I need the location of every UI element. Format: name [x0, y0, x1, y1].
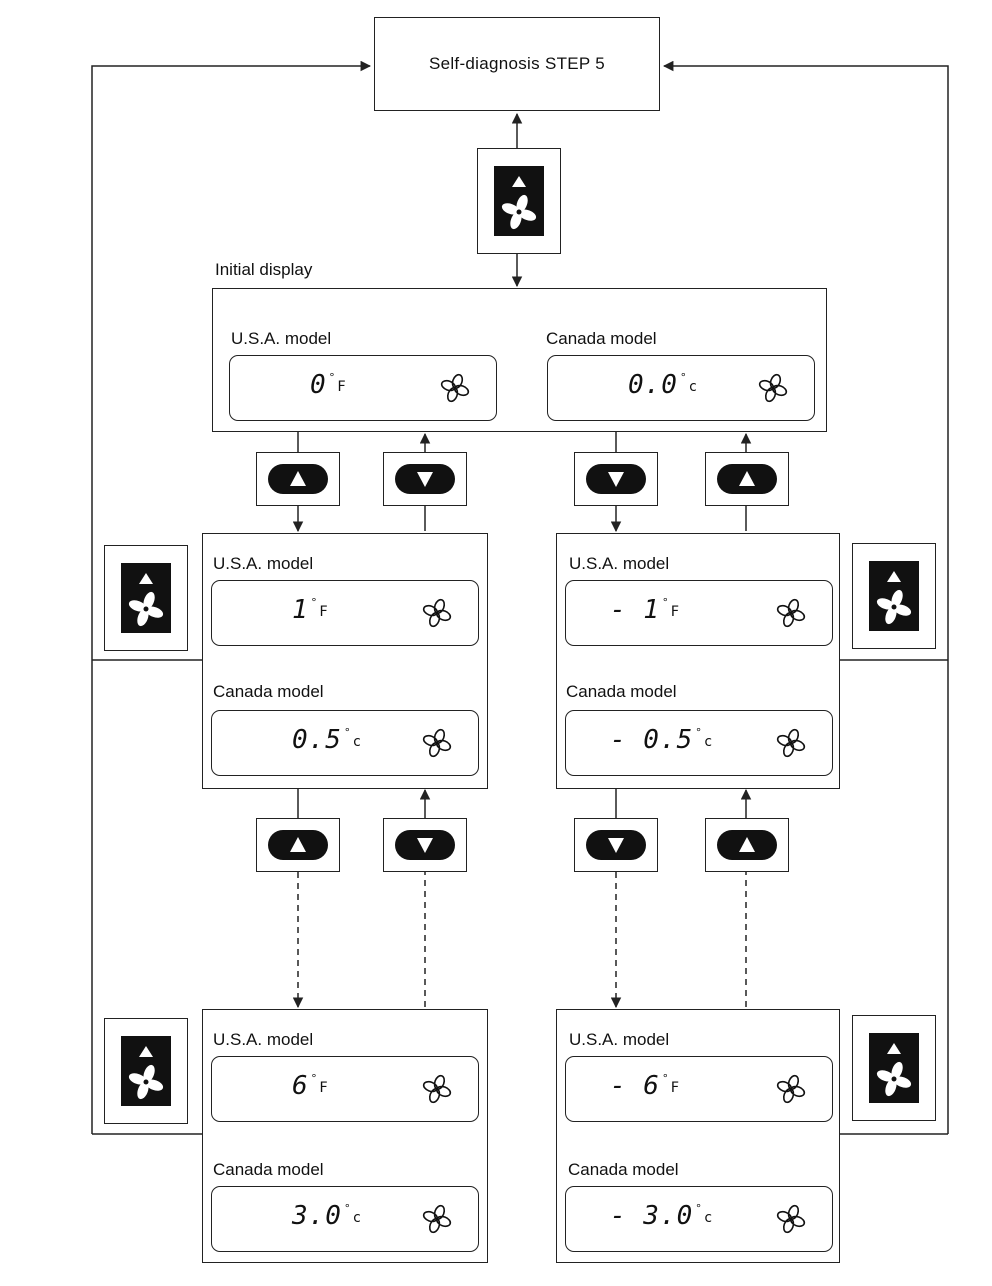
positive-step1-panel: U.S.A. model 1°F Canada model 0.5°c	[202, 533, 488, 789]
positive-step1-canada-unit: c	[352, 734, 363, 750]
initial-usa-lcd: 0°F	[229, 355, 497, 421]
fan-icon	[776, 1074, 806, 1104]
positive-stepmax-usa-value: 6	[292, 1071, 309, 1101]
negative-stepmax-usa-value: - 6	[610, 1071, 660, 1101]
fan-button-icon	[869, 561, 919, 631]
up-button-left-row1[interactable]	[256, 452, 340, 506]
negative-stepmax-canada-readout: - 3.0°c	[610, 1201, 714, 1231]
initial-canada-label: Canada model	[546, 329, 657, 348]
positive-stepmax-usa-lcd: 6°F	[211, 1056, 479, 1122]
fan-icon	[422, 598, 452, 628]
initial-usa-readout: 0°F	[310, 370, 347, 400]
positive-step1-canada-lcd: 0.5°c	[211, 710, 479, 776]
step-title-box: Self-diagnosis STEP 5	[374, 17, 660, 111]
negative-step1-canada-lcd: - 0.5°c	[565, 710, 833, 776]
fan-icon	[422, 1074, 452, 1104]
negative-step1-usa-unit: F	[670, 604, 681, 620]
down-button-left-row2[interactable]	[383, 818, 467, 872]
fan-icon	[422, 728, 452, 758]
fan-icon	[758, 373, 788, 403]
positive-stepmax-canada-unit: c	[352, 1210, 363, 1226]
fan-icon	[776, 1204, 806, 1234]
negative-stepmax-usa-readout: - 6°F	[610, 1071, 681, 1101]
down-arrow-button-icon	[395, 464, 455, 494]
positive-stepmax-panel: U.S.A. model 6°F Canada model 3.0°c	[202, 1009, 488, 1263]
positive-stepmax-canada-label: Canada model	[213, 1160, 324, 1179]
initial-usa-unit: F	[337, 379, 347, 395]
positive-step1-usa-lcd: 1°F	[211, 580, 479, 646]
up-arrow-button-icon	[268, 830, 328, 860]
positive-stepmax-canada-value: 3.0	[292, 1201, 342, 1231]
positive-stepmax-usa-unit: F	[319, 1080, 329, 1096]
fan-button-left-step1[interactable]	[104, 545, 188, 651]
positive-step1-usa-label: U.S.A. model	[213, 554, 314, 573]
initial-display-panel: U.S.A. model 0°F Canada model 0.0°c	[212, 288, 827, 432]
fan-button-icon	[869, 1033, 919, 1103]
positive-step1-usa-unit: F	[319, 604, 329, 620]
initial-canada-readout: 0.0°c	[628, 370, 699, 400]
initial-usa-value: 0	[310, 370, 327, 400]
up-arrow-button-icon	[268, 464, 328, 494]
fan-icon	[776, 728, 806, 758]
negative-step1-usa-value: - 1	[610, 595, 660, 625]
negative-stepmax-panel: U.S.A. model - 6°F Canada model - 3.0°c	[556, 1009, 840, 1263]
negative-stepmax-canada-lcd: - 3.0°c	[565, 1186, 833, 1252]
negative-stepmax-usa-label: U.S.A. model	[569, 1030, 670, 1049]
up-button-right-row1[interactable]	[705, 452, 789, 506]
negative-stepmax-canada-value: - 3.0	[610, 1201, 694, 1231]
negative-stepmax-canada-label: Canada model	[568, 1160, 679, 1179]
positive-step1-canada-value: 0.5	[292, 725, 342, 755]
fan-button-icon	[121, 1036, 171, 1106]
negative-stepmax-usa-unit: F	[670, 1080, 681, 1096]
negative-step1-usa-lcd: - 1°F	[565, 580, 833, 646]
negative-step1-canada-unit: c	[703, 734, 714, 750]
down-arrow-button-icon	[586, 830, 646, 860]
initial-display-label: Initial display	[215, 260, 313, 279]
up-arrow-button-icon	[717, 830, 777, 860]
up-button-right-row2[interactable]	[705, 818, 789, 872]
negative-stepmax-usa-lcd: - 6°F	[565, 1056, 833, 1122]
positive-step1-canada-readout: 0.5°c	[292, 725, 363, 755]
fan-button-right-step1[interactable]	[852, 543, 936, 649]
up-button-left-row2[interactable]	[256, 818, 340, 872]
down-arrow-button-icon	[395, 830, 455, 860]
positive-stepmax-usa-label: U.S.A. model	[213, 1030, 314, 1049]
negative-step1-usa-readout: - 1°F	[610, 595, 681, 625]
step-title: Self-diagnosis STEP 5	[428, 54, 606, 73]
positive-stepmax-canada-lcd: 3.0°c	[211, 1186, 479, 1252]
positive-step1-usa-value: 1	[292, 595, 309, 625]
up-arrow-button-icon	[717, 464, 777, 494]
positive-stepmax-usa-readout: 6°F	[292, 1071, 329, 1101]
fan-button-icon	[494, 166, 544, 236]
fan-icon	[440, 373, 470, 403]
initial-canada-value: 0.0	[628, 370, 678, 400]
fan-icon	[776, 598, 806, 628]
down-button-right-row1[interactable]	[574, 452, 658, 506]
negative-step1-canada-readout: - 0.5°c	[610, 725, 714, 755]
fan-button-right-stepmax[interactable]	[852, 1015, 936, 1121]
fan-button-left-stepmax[interactable]	[104, 1018, 188, 1124]
positive-step1-usa-readout: 1°F	[292, 595, 329, 625]
negative-step1-canada-value: - 0.5	[610, 725, 694, 755]
down-button-right-row2[interactable]	[574, 818, 658, 872]
negative-step1-panel: U.S.A. model - 1°F Canada model - 0.5°c	[556, 533, 840, 789]
initial-canada-unit: c	[688, 379, 699, 395]
fan-button-icon	[121, 563, 171, 633]
down-arrow-button-icon	[586, 464, 646, 494]
fan-icon	[422, 1204, 452, 1234]
negative-step1-usa-label: U.S.A. model	[569, 554, 670, 573]
positive-step1-canada-label: Canada model	[213, 682, 324, 701]
initial-usa-label: U.S.A. model	[231, 329, 332, 348]
negative-stepmax-canada-unit: c	[703, 1210, 714, 1226]
positive-stepmax-canada-readout: 3.0°c	[292, 1201, 363, 1231]
negative-step1-canada-label: Canada model	[566, 682, 677, 701]
down-button-left-row1[interactable]	[383, 452, 467, 506]
initial-canada-lcd: 0.0°c	[547, 355, 815, 421]
fan-button-top[interactable]	[477, 148, 561, 254]
